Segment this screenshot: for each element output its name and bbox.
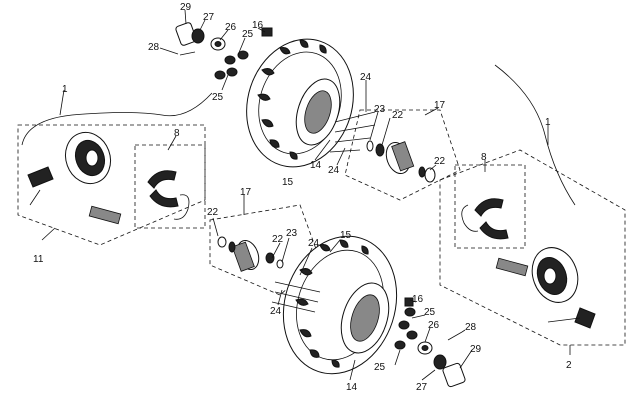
- callout-27-top: 27: [203, 12, 215, 23]
- callout-2-right: 2: [566, 360, 572, 371]
- callout-26-top: 26: [225, 22, 237, 33]
- callout-14-top: 14: [310, 160, 322, 171]
- callout-26-bottom: 26: [428, 320, 440, 331]
- frame-left-shoes: [134, 144, 206, 229]
- right-brake-arm: [495, 257, 596, 329]
- callout-25-bottom-a: 25: [424, 307, 436, 318]
- left-brake-arm: [27, 166, 122, 225]
- callout-28-top: 28: [148, 42, 160, 53]
- frame-right-brake: [439, 149, 626, 346]
- callout-16-bottom: 16: [412, 294, 424, 305]
- frame-left-brake: [17, 124, 206, 246]
- right-brake-shoes: [461, 198, 509, 240]
- callout-8-right: 8: [481, 152, 487, 163]
- leader-lines: [41, 9, 571, 381]
- callout-22-top-b: 22: [434, 156, 446, 167]
- bottom-tire: [282, 235, 398, 375]
- bottom-axle-parts: [394, 297, 466, 388]
- callout-24-top-b: 24: [328, 165, 340, 176]
- callout-24-bottom-b: 24: [270, 306, 282, 317]
- bottom-hub: [217, 236, 284, 272]
- top-hub: [366, 140, 436, 183]
- callout-28-bottom: 28: [465, 322, 477, 333]
- callout-22-bottom-b: 22: [272, 234, 284, 245]
- callout-1-right: 1: [545, 117, 551, 128]
- callout-23-bottom: 23: [286, 228, 298, 239]
- left-brake-shoes: [147, 170, 190, 220]
- callout-25-bottom-b: 25: [374, 362, 386, 373]
- callout-25-top-b: 25: [212, 92, 224, 103]
- callout-25-top-a: 25: [242, 29, 254, 40]
- right-brake-drum: [531, 247, 579, 303]
- callout-24-bottom-a: 24: [308, 238, 320, 249]
- callout-27-bottom: 27: [416, 382, 428, 393]
- top-rim: [295, 78, 341, 146]
- bottom-studs: [271, 281, 321, 313]
- callout-24-top-a: 24: [360, 72, 372, 83]
- callout-1-left: 1: [62, 84, 68, 95]
- callout-15-bottom: 15: [340, 230, 352, 241]
- frame-top-hub: [344, 109, 461, 201]
- right-brake-cable: [494, 64, 576, 206]
- callout-11-left: 11: [33, 254, 44, 265]
- callout-22-bottom-a: 22: [207, 207, 219, 218]
- callout-23-top: 23: [374, 104, 386, 115]
- callout-15-top: 15: [282, 177, 294, 188]
- callout-14-bottom: 14: [346, 382, 358, 393]
- left-brake-cable: [21, 92, 213, 146]
- bottom-rim: [340, 282, 390, 354]
- callout-16-top: 16: [252, 20, 264, 31]
- left-brake-drum: [64, 131, 112, 185]
- callout-17-bottom: 17: [240, 187, 252, 198]
- callout-8-left: 8: [174, 128, 180, 139]
- callout-22-top-a: 22: [392, 110, 404, 121]
- callout-29-top: 29: [180, 2, 192, 13]
- top-studs: [329, 111, 376, 153]
- callout-17-top: 17: [434, 100, 446, 111]
- top-axle-parts: [175, 22, 273, 80]
- callout-29-bottom: 29: [470, 344, 482, 355]
